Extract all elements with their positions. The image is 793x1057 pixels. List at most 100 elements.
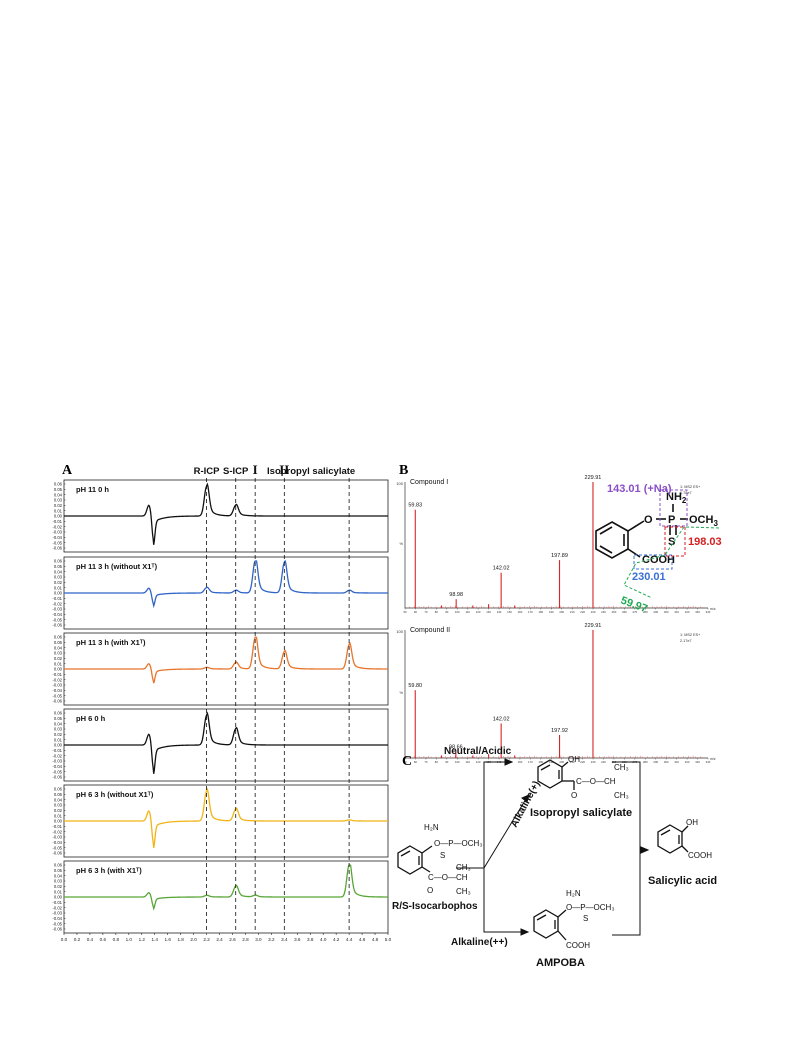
y-tick-label: -0.01 <box>52 824 62 829</box>
ms-peak-label: 197.89 <box>551 553 568 559</box>
label-ampoba: AMPOBA <box>536 957 585 969</box>
y-tick-label: 0.02 <box>54 884 63 889</box>
x-tick-label: 180 <box>538 610 543 614</box>
ring-bond <box>536 914 547 921</box>
x-tick-label: 2.8 <box>242 937 249 942</box>
y-tick-label: 0.01 <box>54 585 63 590</box>
x-tick-label: 70 <box>424 760 428 764</box>
ms-peak-label: 59.83 <box>408 503 422 509</box>
y-tick-label: -0.06 <box>52 775 62 780</box>
ring-bond <box>599 545 613 554</box>
x-tick-label: 0.0 <box>61 937 68 942</box>
trace-label: pH 6 3 h (without X1ᵀ) <box>76 790 154 799</box>
y-tick-label: 0.03 <box>54 879 63 884</box>
x-tick-label: 200 <box>559 760 564 764</box>
y-tick-label: -0.04 <box>52 764 62 769</box>
trace-line <box>64 787 388 848</box>
y-tick-label: 0.01 <box>54 508 63 513</box>
label-isopropyl-salicylate: Isopropyl salicylate <box>530 807 632 819</box>
x-tick-label: 190 <box>549 760 554 764</box>
y-max-label: 100 <box>396 481 403 486</box>
x-tick-label: 270 <box>633 610 638 614</box>
x-tick-label: 3.0 <box>255 937 262 942</box>
bond <box>557 930 567 941</box>
x-tick-label: 110 <box>465 760 470 764</box>
fragment-box-red <box>664 526 686 557</box>
y-tick-label: -0.04 <box>52 916 62 921</box>
bond <box>557 909 567 918</box>
y-tick-label: -0.04 <box>52 535 62 540</box>
y-tick-label: 0.04 <box>54 797 63 802</box>
x-tick-label: 4.6 <box>359 937 366 942</box>
x-tick-label: 280 <box>643 760 648 764</box>
spectrum-header: 1.78e7 <box>680 491 692 495</box>
x-tick-label: 320 <box>685 760 690 764</box>
x-tick-label: 1.6 <box>164 937 171 942</box>
y-tick-label: -0.04 <box>52 612 62 617</box>
atom: O <box>571 791 577 800</box>
y-tick-label: 0.06 <box>54 482 63 487</box>
fragment-line-green <box>685 526 721 529</box>
x-tick-label: 170 <box>528 610 533 614</box>
x-tick-label: 200 <box>559 610 564 614</box>
x-tick-label: 1.0 <box>126 937 133 942</box>
x-tick-label: 120 <box>476 610 481 614</box>
atom: O <box>427 886 433 895</box>
trace-line <box>64 711 388 774</box>
atom-nh2: NH2 <box>666 491 687 505</box>
x-tick-label: 50 <box>403 760 407 764</box>
y-tick-label: -0.01 <box>52 748 62 753</box>
panel-letter-b: B <box>399 463 408 478</box>
peak-label: Isopropyl salicylate <box>267 466 355 477</box>
ampoba-atoms: H₂N O—P—OCH₃ S COOH <box>566 889 615 950</box>
bond <box>681 845 689 853</box>
atom: CH₃ <box>614 763 629 772</box>
y-tick-label: -0.05 <box>52 693 62 698</box>
label-salicylic-acid: Salicylic acid <box>648 875 717 887</box>
x-tick-label: 5.0 <box>385 937 392 942</box>
x-tick-label: 160 <box>518 610 523 614</box>
trace-panel: 0.060.050.040.030.020.010.00-0.01-0.02-0… <box>52 479 389 553</box>
y-tick-label: -0.03 <box>52 835 62 840</box>
y-tick-label: -0.05 <box>52 617 62 622</box>
x-tick-label: 240 <box>601 760 606 764</box>
y-mid-label: % <box>399 541 403 546</box>
x-tick-label: 150 <box>507 610 512 614</box>
y-tick-label: 0.06 <box>54 559 63 564</box>
x-tick-label: 90 <box>445 760 449 764</box>
y-tick-label: 0.01 <box>54 661 63 666</box>
x-tick-label: 4.4 <box>346 937 353 942</box>
x-tick-label: 110 <box>465 610 470 614</box>
spectrum-title: Compound I <box>410 479 448 486</box>
x-tick-label: 1.8 <box>177 937 184 942</box>
atom: H₂N <box>424 823 439 832</box>
x-tick-label: 2.6 <box>229 937 236 942</box>
x-tick-label: 340 <box>706 610 711 614</box>
y-tick-label: 0.00 <box>54 514 63 519</box>
x-tick-label: 90 <box>445 610 449 614</box>
label-neutral-acidic: Neutral/Acidic <box>444 746 512 757</box>
x-tick-label: 290 <box>653 760 658 764</box>
x-tick-label: 180 <box>538 760 543 764</box>
trace-label: pH 11 3 h (with X1ᵀ) <box>76 638 146 647</box>
x-tick-label: 240 <box>601 610 606 614</box>
y-tick-label: -0.03 <box>52 683 62 688</box>
atom: CH₃ <box>614 791 629 800</box>
x-tick-label: 300 <box>664 610 669 614</box>
y-tick-label: 0.01 <box>54 813 63 818</box>
y-tick-label: 0.04 <box>54 873 63 878</box>
y-tick-label: 0.06 <box>54 635 63 640</box>
x-tick-label: 100 <box>455 610 460 614</box>
x-tick-label: 250 <box>612 610 617 614</box>
ms-peak-label: 59.80 <box>408 683 422 689</box>
y-tick-label: 0.00 <box>54 667 63 672</box>
x-axis-unit: m/z <box>710 607 716 611</box>
x-tick-label: 4.8 <box>372 937 379 942</box>
atom: O—P—OCH₃ <box>566 903 615 912</box>
x-tick-label: 210 <box>570 760 575 764</box>
y-tick-label: -0.05 <box>52 921 62 926</box>
y-tick-label: 0.02 <box>54 808 63 813</box>
x-tick-label: 320 <box>685 610 690 614</box>
y-tick-label: -0.06 <box>52 927 62 932</box>
